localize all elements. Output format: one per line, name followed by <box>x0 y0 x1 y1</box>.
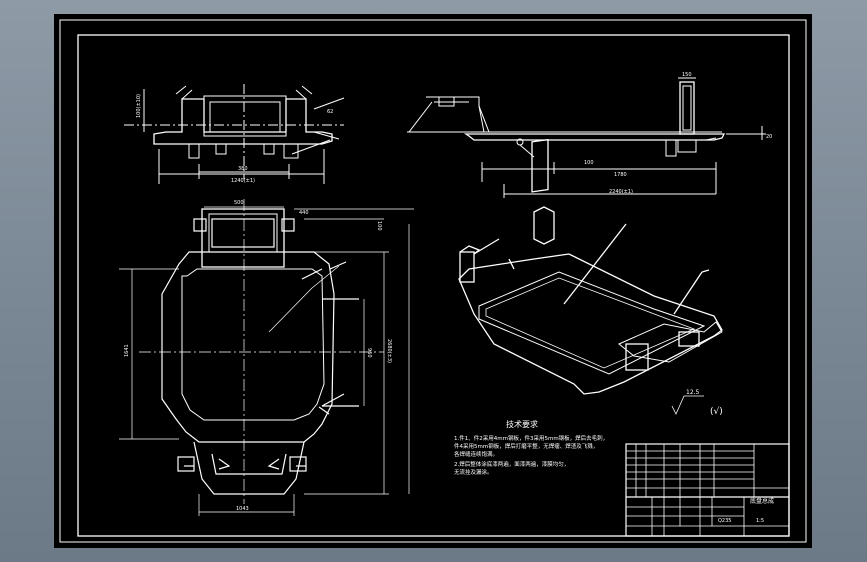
dim-500: 500 <box>234 200 244 206</box>
dim-440: 440 <box>299 210 309 216</box>
tech-line-3: 各焊缝连续饱满。 <box>454 450 498 458</box>
scale: 1:5 <box>756 518 764 524</box>
part-name: 底盘总成 <box>750 497 774 505</box>
dim-1780: 1780 <box>614 172 627 178</box>
dim-1240: 1240(±1) <box>231 178 255 184</box>
cad-drawing: 380 1240(±1) 62 100(±10) <box>59 19 807 543</box>
tech-title: 技术要求 <box>506 419 538 429</box>
tech-line-1: 1.件1、件2采用4mm钢板，件3采用5mm钢板，焊后去毛刺， <box>454 434 608 442</box>
dim-2680: 2680(±3) <box>386 339 392 363</box>
tech-line-2: 件4采用5mm钢板，焊后打磨平整，无焊瘤、焊渣及飞溅， <box>454 442 598 450</box>
drawing-sheet: 380 1240(±1) 62 100(±10) <box>54 14 812 548</box>
plan-dimension-lines <box>119 206 414 516</box>
plan-centerlines <box>139 199 384 504</box>
outer-frame <box>59 19 807 543</box>
plan-view <box>161 208 359 495</box>
dim-150: 150 <box>682 72 692 78</box>
dim-62: 62 <box>327 109 333 115</box>
dim-100-side: 100 <box>584 160 594 166</box>
dim-380: 380 <box>238 166 248 172</box>
tech-line-4: 2.焊后整体涂底漆两遍，面漆两遍，漆膜均匀， <box>454 460 569 468</box>
dim-1043: 1043 <box>236 506 249 512</box>
title-block <box>625 443 790 537</box>
dim-960: 960 <box>366 348 372 358</box>
roughness-other: (√) <box>710 406 723 417</box>
side-view <box>407 77 766 198</box>
tech-line-5: 无流挂及漏涂。 <box>454 468 493 476</box>
dim-20: 20 <box>766 134 772 140</box>
roughness-symbol <box>671 395 704 415</box>
isometric-view <box>458 138 723 395</box>
dim-100-plan: 100 <box>376 221 382 231</box>
material: Q235 <box>718 518 731 524</box>
roughness-value: 12.5 <box>686 389 700 396</box>
front-view <box>124 84 345 184</box>
dim-2240: 2240(±1) <box>609 189 633 195</box>
dim-100-front: 100(±10) <box>136 94 142 118</box>
dim-1641: 1641 <box>124 344 130 357</box>
inner-frame <box>77 34 790 537</box>
